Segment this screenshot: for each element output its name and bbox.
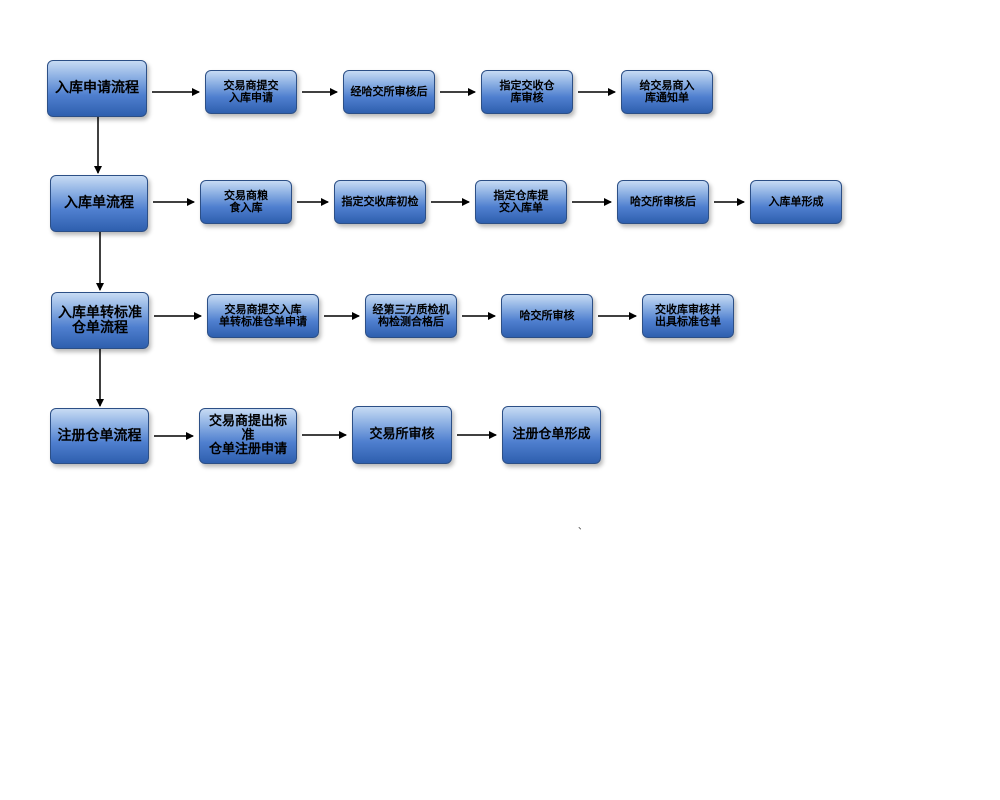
row4-step2-box: 交易所审核 bbox=[352, 406, 452, 464]
row3-step1-box: 交易商提交入库 单转标准仓单申请 bbox=[207, 294, 319, 338]
row1-title-box: 入库申请流程 bbox=[47, 60, 147, 117]
row1-step2-box: 经哈交所审核后 bbox=[343, 70, 435, 114]
row2-step1-box: 交易商粮 食入库 bbox=[200, 180, 292, 224]
row4-title-box: 注册仓单流程 bbox=[50, 408, 149, 464]
row3-title-box: 入库单转标准 仓单流程 bbox=[51, 292, 149, 349]
row4-step3-box: 注册仓单形成 bbox=[502, 406, 601, 464]
row2-step3-box: 指定仓库提 交入库单 bbox=[475, 180, 567, 224]
row3-step2-box: 经第三方质检机 构检测合格后 bbox=[365, 294, 457, 338]
stray-mark: 、 bbox=[578, 522, 588, 532]
row2-step2-box: 指定交收库初检 bbox=[334, 180, 426, 224]
row4-step1-box: 交易商提出标准 仓单注册申请 bbox=[199, 408, 297, 464]
row2-step4-box: 哈交所审核后 bbox=[617, 180, 709, 224]
row1-step3-box: 指定交收仓 库审核 bbox=[481, 70, 573, 114]
row1-step1-box: 交易商提交 入库申请 bbox=[205, 70, 297, 114]
row1-step4-box: 给交易商入 库通知单 bbox=[621, 70, 713, 114]
row2-title-box: 入库单流程 bbox=[50, 175, 148, 232]
row2-step5-box: 入库单形成 bbox=[750, 180, 842, 224]
row3-step4-box: 交收库审核并 出具标准仓单 bbox=[642, 294, 734, 338]
row3-step3-box: 哈交所审核 bbox=[501, 294, 593, 338]
